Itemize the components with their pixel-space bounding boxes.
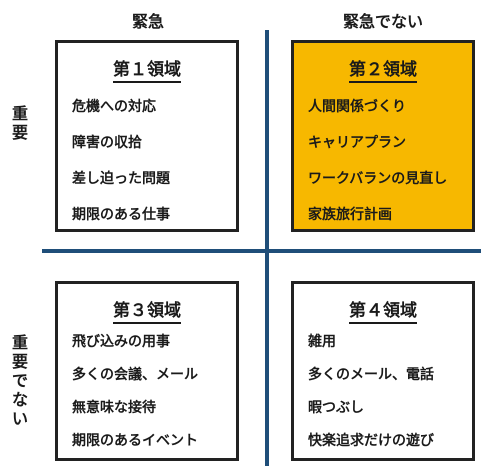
list-item: 暇つぶし — [308, 400, 364, 416]
list-item: 無意味な接待 — [72, 400, 156, 416]
list-item: 多くのメール、電話 — [308, 367, 434, 383]
list-item: 危機への対応 — [72, 99, 156, 115]
row-label-not-important: 重要でない — [11, 333, 28, 428]
list-item: 障害の収拾 — [72, 135, 142, 151]
quadrant-1-title: 第１領域 — [58, 55, 236, 83]
quadrant-1-list: 危機への対応 障害の収拾 差し迫った問題 期限のある仕事 — [72, 97, 170, 241]
list-item: ワークバランの見直し — [308, 171, 448, 187]
list-item: 期限のあるイベント — [72, 433, 198, 449]
quadrant-4-list: 雑用 多くのメール、電話 暇つぶし 快楽追求だけの遊び — [308, 332, 434, 464]
horizontal-axis — [42, 249, 481, 253]
list-item: 快楽追求だけの遊び — [308, 433, 434, 449]
quadrant-2: 第２領域 人間関係づくり キャリアプラン ワークバランの見直し 家族旅行計画 — [291, 40, 475, 232]
list-item: 家族旅行計画 — [308, 207, 392, 223]
quadrant-2-list: 人間関係づくり キャリアプラン ワークバランの見直し 家族旅行計画 — [308, 97, 447, 241]
list-item: 期限のある仕事 — [72, 207, 170, 223]
quadrant-3-title: 第３領域 — [58, 296, 236, 324]
column-label-not-urgent: 緊急でない — [342, 12, 423, 31]
column-label-urgent: 緊急 — [131, 12, 164, 31]
row-label-important: 重要 — [11, 104, 28, 142]
list-item: 飛び込みの用事 — [72, 334, 170, 350]
quadrant-2-title: 第２領域 — [294, 55, 472, 83]
list-item: 雑用 — [308, 334, 336, 350]
quadrant-4-title: 第４領域 — [294, 296, 472, 324]
quadrant-3-list: 飛び込みの用事 多くの会議、メール 無意味な接待 期限のあるイベント — [72, 332, 198, 464]
list-item: キャリアプラン — [308, 135, 406, 151]
list-item: 人間関係づくり — [308, 99, 406, 115]
list-item: 差し迫った問題 — [72, 171, 170, 187]
vertical-axis — [265, 30, 269, 466]
list-item: 多くの会議、メール — [72, 367, 198, 383]
quadrant-4: 第４領域 雑用 多くのメール、電話 暇つぶし 快楽追求だけの遊び — [291, 281, 475, 461]
quadrant-1: 第１領域 危機への対応 障害の収拾 差し迫った問題 期限のある仕事 — [55, 40, 239, 232]
quadrant-3: 第３領域 飛び込みの用事 多くの会議、メール 無意味な接待 期限のあるイベント — [55, 281, 239, 461]
